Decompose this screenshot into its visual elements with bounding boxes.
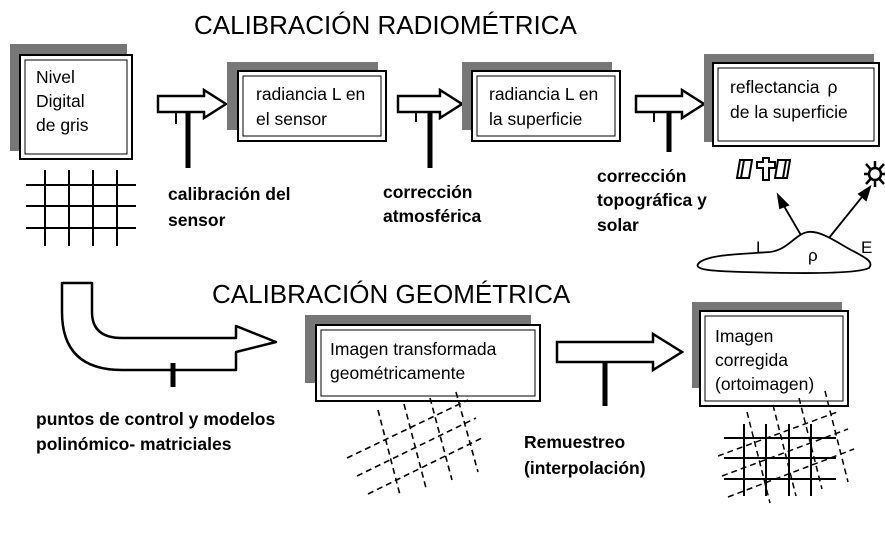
box-imagen-corregida-line1: Imagen <box>715 326 773 346</box>
symbol-E: E <box>861 238 872 257</box>
reflectancia-word: reflectancia <box>730 77 820 97</box>
label-correccion-topografica-2: topográfica y <box>597 190 707 210</box>
label-calibracion-sensor-1: calibración del <box>168 184 291 204</box>
label-calibracion-sensor-2: sensor <box>168 210 226 230</box>
box-radiancia-sensor: radiancia L en el sensor <box>227 62 387 142</box>
rho-symbol: ρ <box>828 77 838 97</box>
arrow-correccion-topografica <box>634 87 707 152</box>
box-nivel-digital: Nivel Digital de gris <box>10 44 133 160</box>
box-nivel-line3: de gris <box>36 115 89 135</box>
box-reflectancia-line1: reflectancia ρ <box>730 77 838 97</box>
corrected-grid-icon <box>717 390 855 504</box>
box-radiancia-sensor-line1: radiancia L en <box>256 84 365 104</box>
label-correccion-atmosferica-2: atmosférica <box>383 206 482 226</box>
arrow-calibration-sensor <box>156 87 229 168</box>
box-imagen-corregida-line3: (ortoimagen) <box>715 374 814 394</box>
box-reflectancia: reflectancia ρ de la superficie <box>704 54 880 147</box>
terrain-icon <box>696 231 872 274</box>
symbol-rho-terrain: ρ <box>808 246 818 265</box>
box-imagen-transformada-line1: Imagen transformada <box>330 339 497 359</box>
box-nivel-line1: Nivel <box>36 67 75 87</box>
label-correccion-topografica-3: solar <box>597 215 639 235</box>
label-remuestreo-2: (interpolación) <box>524 458 646 478</box>
box-imagen-transformada: Imagen transformada geométricamente <box>305 315 541 402</box>
label-puntos-control-2: polinómico- matriciales <box>36 434 232 454</box>
transformed-grid-icon <box>346 391 485 496</box>
arrow-correccion-atmosferica <box>396 87 465 168</box>
sun-icon <box>864 161 885 187</box>
radiometric-title: CALIBRACIÓN RADIOMÉTRICA <box>194 10 577 40</box>
label-puntos-control-1: puntos de control y modelos <box>36 409 275 429</box>
symbol-L: L <box>756 238 765 257</box>
label-correccion-atmosferica-1: corrección <box>383 182 472 202</box>
box-imagen-corregida: Imagen corregida (ortoimagen) <box>692 302 849 407</box>
box-radiancia-superficie-line1: radiancia L en <box>489 84 598 104</box>
box-imagen-transformada-line2: geométricamente <box>330 363 465 383</box>
box-imagen-corregida-line2: corregida <box>715 350 788 370</box>
arrow-remuestreo <box>555 331 685 406</box>
box-reflectancia-line2: de la superficie <box>730 102 848 122</box>
box-nivel-line2: Digital <box>36 91 85 111</box>
box-radiancia-superficie-line2: la superficie <box>489 109 582 129</box>
box-radiancia-sensor-line2: el sensor <box>256 109 327 129</box>
geometric-title: CALIBRACIÓN GEOMÉTRICA <box>212 279 571 309</box>
curved-arrow-geometric <box>60 281 278 372</box>
satellite-icon <box>735 157 792 181</box>
label-remuestreo-1: Remuestreo <box>524 432 625 452</box>
label-correccion-topografica-1: corrección <box>597 166 686 186</box>
pixel-grid-icon <box>26 170 136 246</box>
box-radiancia-superficie: radiancia L en la superficie <box>462 62 621 142</box>
